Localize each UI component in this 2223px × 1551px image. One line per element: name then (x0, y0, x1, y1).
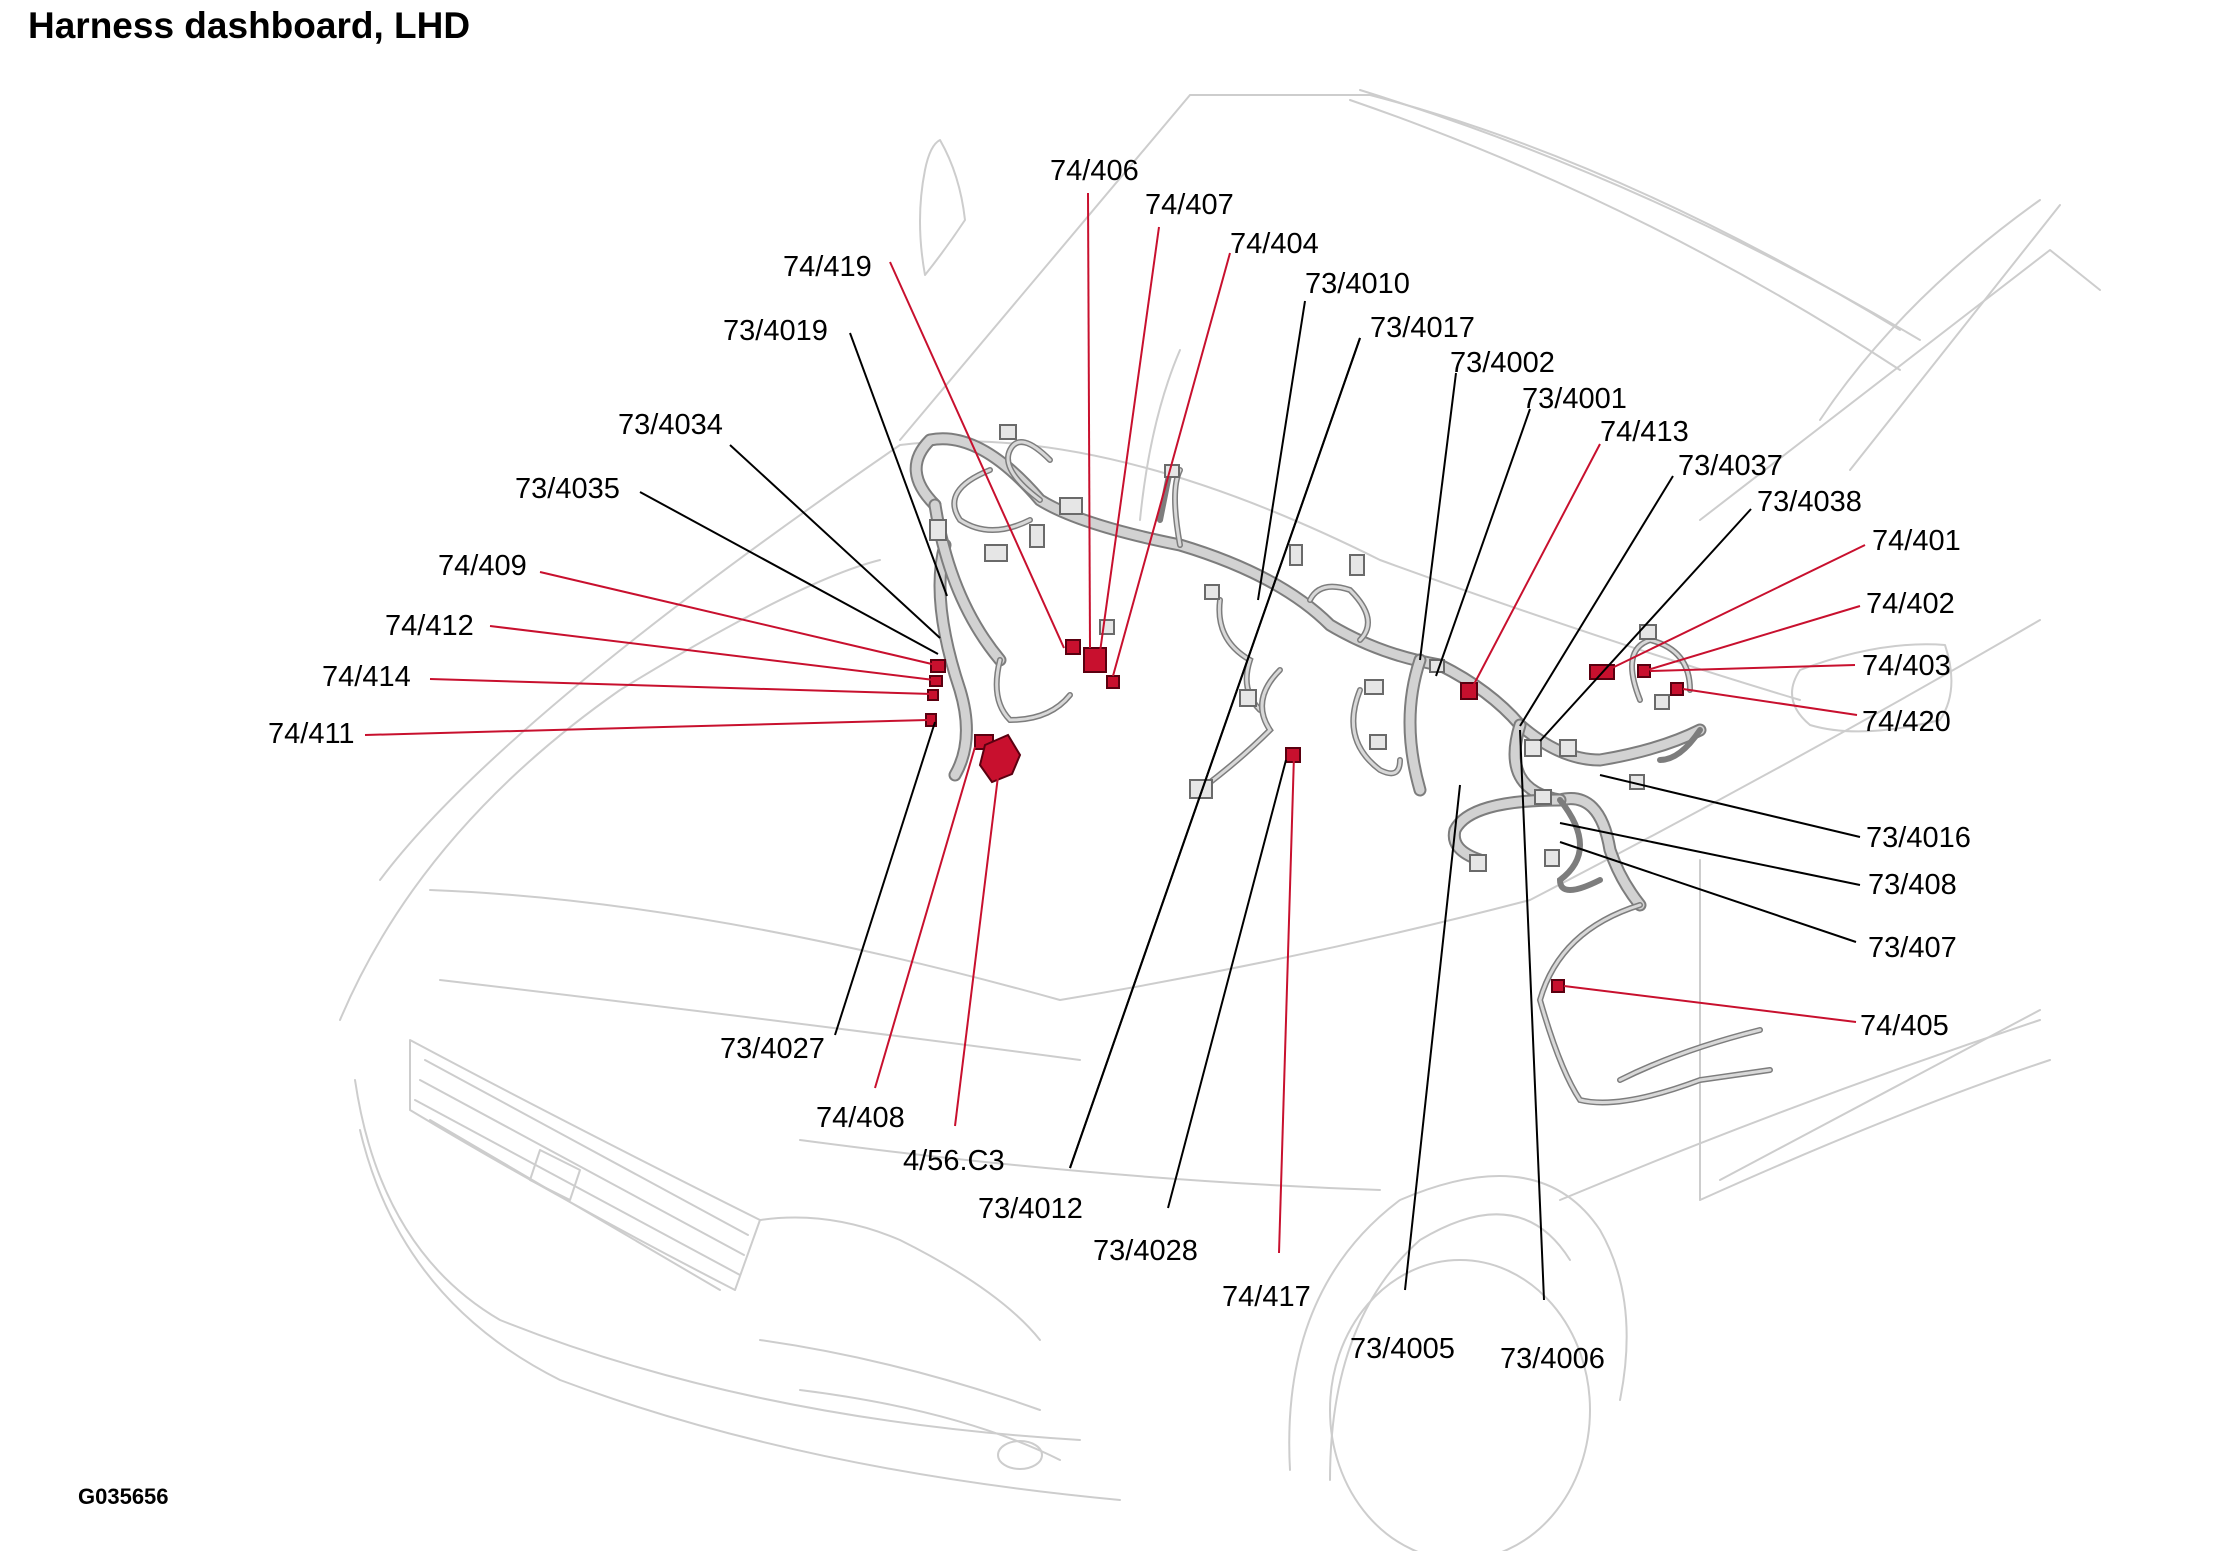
label-73-4035: 73/4035 (515, 473, 620, 505)
label-74-413: 74/413 (1600, 416, 1689, 448)
car-outline (339, 89, 2101, 1551)
label-73-4027: 73/4027 (720, 1033, 825, 1065)
page-title: Harness dashboard, LHD (28, 5, 470, 46)
label-74-405: 74/405 (1860, 1010, 1949, 1042)
label-73-407: 73/407 (1868, 932, 1957, 964)
label-74-411: 74/411 (268, 718, 355, 750)
label-74-409: 74/409 (438, 550, 527, 582)
label-73-4034: 73/4034 (618, 409, 723, 441)
label-74-406: 74/406 (1050, 155, 1139, 187)
label-73-4038: 73/4038 (1757, 486, 1862, 518)
label-73-4017: 73/4017 (1370, 312, 1475, 344)
figure-code: G035656 (78, 1484, 169, 1509)
label-74-407: 74/407 (1145, 189, 1234, 221)
label-73-4019: 73/4019 (723, 315, 828, 347)
label-4-56-C3: 4/56.C3 (903, 1145, 1005, 1177)
label-73-4005: 73/4005 (1350, 1333, 1455, 1365)
label-74-403: 74/403 (1862, 650, 1951, 682)
label-74-404: 74/404 (1230, 228, 1319, 260)
label-73-4001: 73/4001 (1522, 383, 1627, 415)
label-73-4002: 73/4002 (1450, 347, 1555, 379)
leader-lines (364, 192, 1866, 1301)
label-73-4006: 73/4006 (1500, 1343, 1605, 1375)
label-74-414: 74/414 (322, 661, 411, 693)
label-73-4028: 73/4028 (1093, 1235, 1198, 1267)
label-73-408: 73/408 (1868, 869, 1957, 901)
label-73-4012: 73/4012 (978, 1193, 1083, 1225)
label-74-408: 74/408 (816, 1102, 905, 1134)
label-74-420: 74/420 (1862, 706, 1951, 738)
label-74-417: 74/417 (1222, 1281, 1311, 1313)
label-73-4010: 73/4010 (1305, 268, 1410, 300)
label-74-419: 74/419 (783, 251, 872, 283)
label-73-4037: 73/4037 (1678, 450, 1783, 482)
label-74-412: 74/412 (385, 610, 474, 642)
label-74-402: 74/402 (1866, 588, 1955, 620)
labels: 74/406 74/407 74/404 74/419 73/4010 73/4… (268, 155, 1971, 1375)
label-74-401: 74/401 (1872, 525, 1961, 557)
label-73-4016: 73/4016 (1866, 822, 1971, 854)
grey-connectors (929, 424, 1670, 872)
